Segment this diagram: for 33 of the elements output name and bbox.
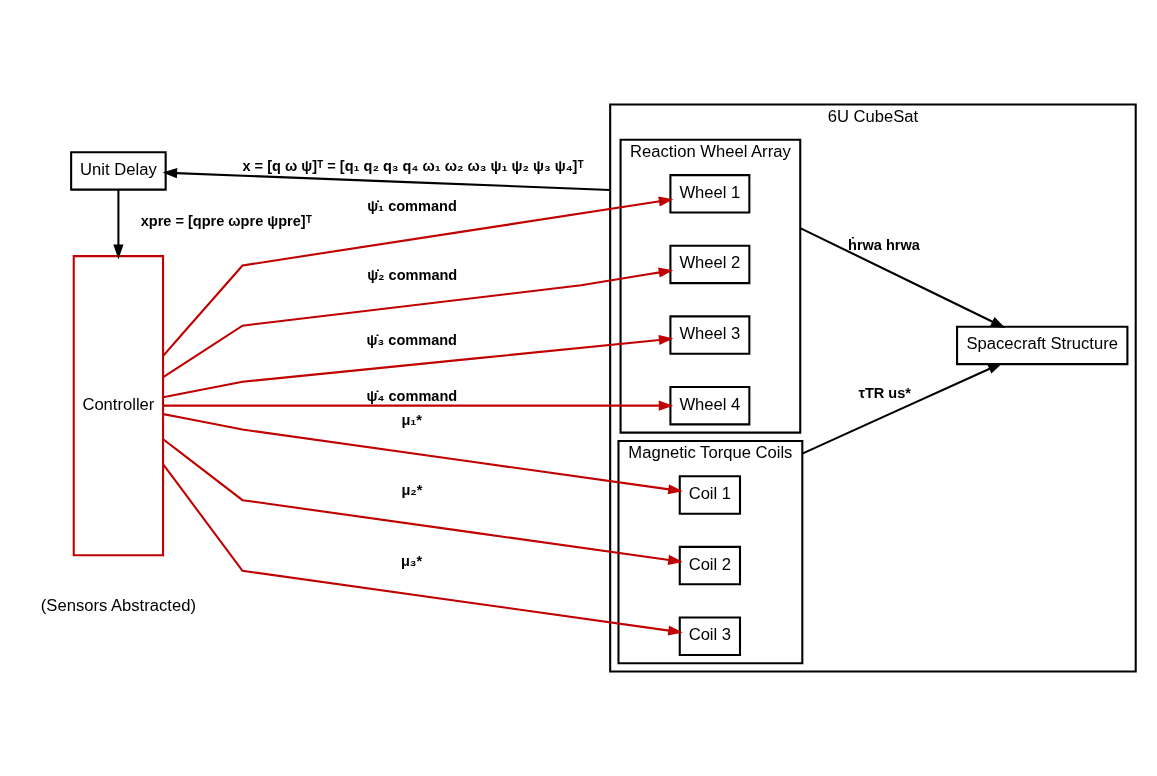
edge-label: μ₁*	[401, 411, 422, 428]
arrow	[162, 168, 611, 191]
arrow	[799, 227, 1006, 328]
edge-label: ψ̇₃ command	[366, 331, 457, 348]
arrow	[162, 463, 683, 636]
edge-label: ψ̇₂ command	[367, 267, 458, 284]
edge-label: τTR us*	[858, 384, 911, 401]
arrow	[163, 334, 674, 399]
edge-label: ψ̇₄ command	[366, 387, 458, 404]
arrow	[801, 362, 1003, 455]
edge-label: μ₂*	[401, 482, 423, 499]
node-box: Wheel 4	[669, 385, 751, 426]
node-box: Coil 1	[678, 475, 742, 515]
edge-label: ψ̇₁ command	[367, 197, 457, 214]
arrow	[162, 196, 674, 357]
arrow	[163, 413, 683, 495]
edge-label: xpre = [qpre ωpre ψpre]ᵀ	[140, 213, 312, 230]
arrow	[163, 400, 674, 411]
node-box: Controller	[72, 255, 165, 557]
node-box: Wheel 3	[669, 315, 751, 355]
node-box: Wheel 1	[669, 174, 751, 214]
node-box: Unit Delay	[70, 151, 167, 191]
arrow	[113, 189, 124, 260]
node-box: Spacecraft Structure	[956, 325, 1129, 366]
node-box: Wheel 2	[669, 244, 751, 285]
node-box: Coil 2	[678, 545, 742, 586]
edge-label: μ₃*	[400, 552, 423, 569]
arrow	[162, 438, 683, 565]
node-box: Coil 3	[678, 616, 742, 656]
label: (Sensors Abstracted)	[40, 596, 196, 616]
arrow	[162, 267, 674, 379]
edge-label: x = [q ω ψ]ᵀ = [q₁ q₂ q₃ q₄ ω₁ ω₂ ω₃ ψ₁ ψ₂ ψ₃ ψ₄]ᵀ	[242, 158, 584, 175]
edge-label: ḣrwa hrwa	[848, 237, 920, 254]
